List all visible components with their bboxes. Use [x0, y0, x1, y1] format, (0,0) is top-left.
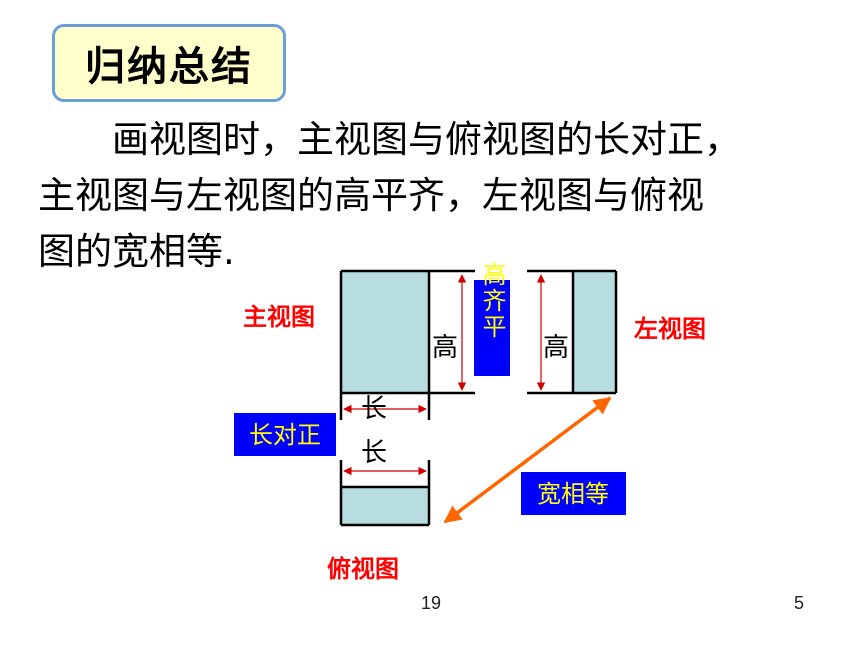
length-align-text: 长对正 [249, 421, 321, 449]
paragraph-line-1: 画视图时，主视图与俯视图的长对正， [112, 118, 741, 161]
height-label-left: 高 [543, 333, 569, 363]
width-equal-arrow [443, 396, 612, 524]
length-align-box [234, 413, 336, 456]
top-view-label: 俯视图 [327, 555, 399, 583]
left-view-label: 左视图 [634, 315, 706, 343]
width-equal-box [521, 472, 626, 515]
left-view [527, 269, 618, 395]
width-equal-text: 宽相等 [537, 480, 609, 508]
top-view [339, 393, 431, 527]
length-label-front: 长 [361, 394, 387, 424]
front-view [339, 269, 475, 395]
height-label-front: 高 [432, 333, 458, 363]
height-align-box [474, 280, 510, 376]
title-text: 归纳总结 [85, 44, 253, 90]
height-align-text: 高齐平 [478, 262, 506, 340]
paragraph-line-2: 主视图与左视图的高平齐，左视图与俯视 [38, 174, 704, 217]
title-box: 归纳总结 [52, 24, 286, 102]
front-view-label: 主视图 [243, 303, 315, 331]
page-number: 5 [794, 593, 805, 613]
footer-center-number: 19 [421, 593, 442, 613]
length-label-top: 长 [361, 438, 387, 468]
paragraph-line-3: 图的宽相等. [38, 230, 235, 273]
summary-paragraph: 画视图时，主视图与俯视图的长对正， 主视图与左视图的高平齐，左视图与俯视 图的宽… [38, 112, 828, 280]
